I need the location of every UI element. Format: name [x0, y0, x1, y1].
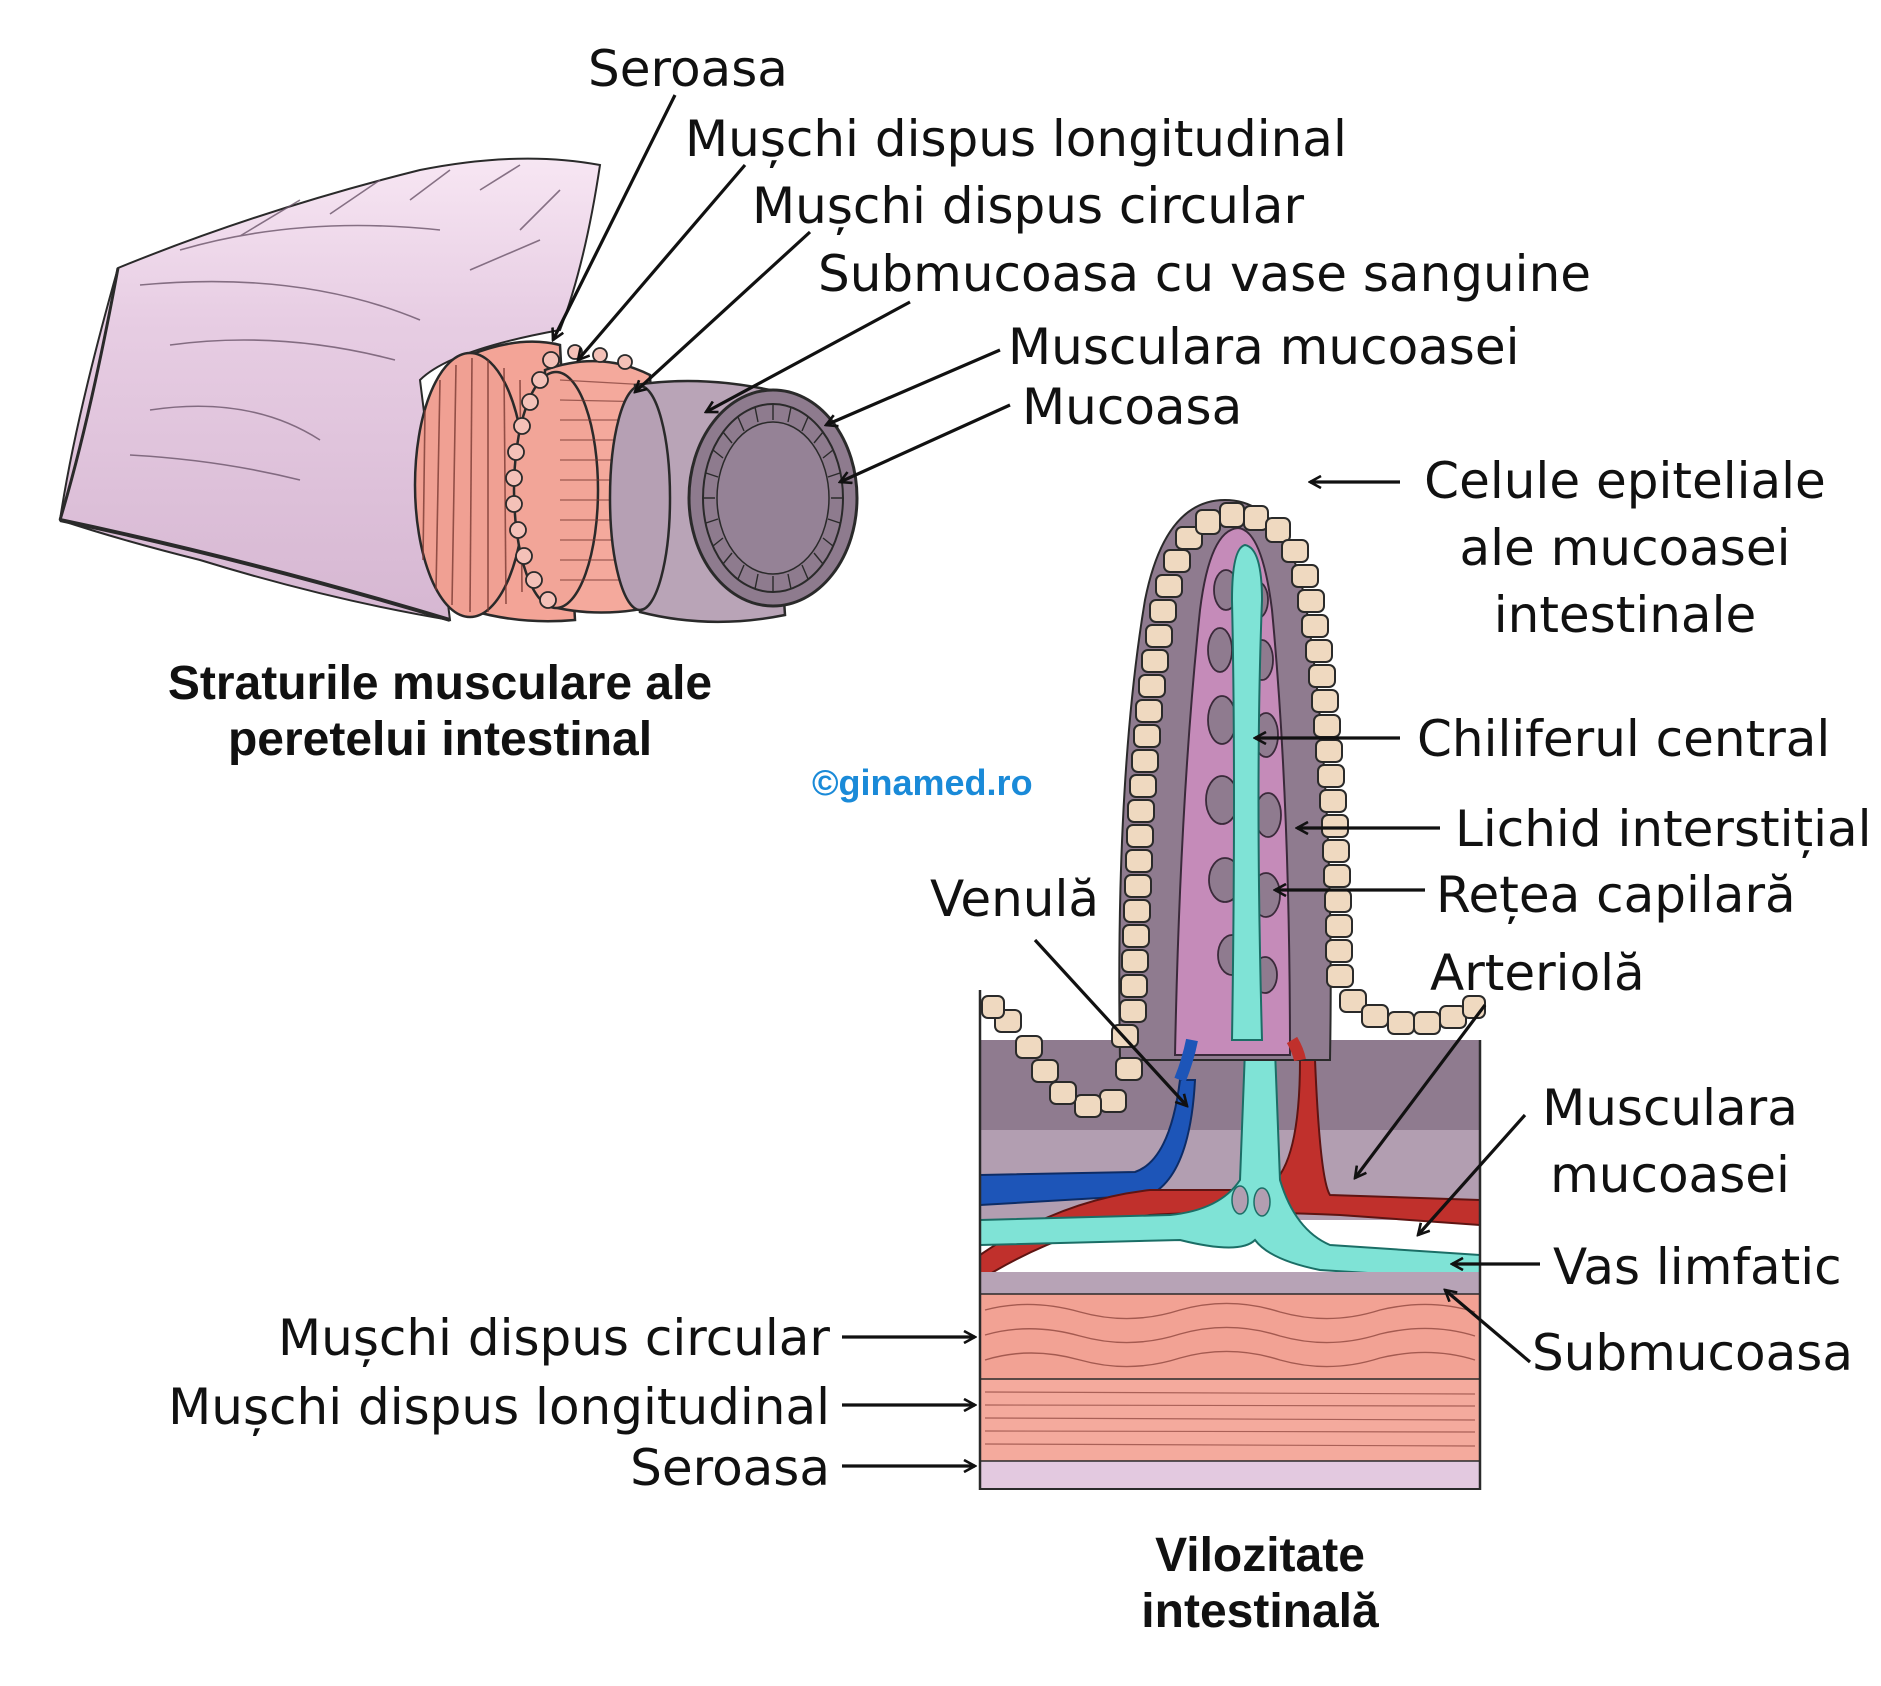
arrow-musculara-mucoasei: [1418, 1113, 1527, 1235]
label-villus-muschi-longitudinal: Mușchi dispus longitudinal: [168, 1378, 830, 1436]
label-venula: Venulă: [930, 870, 1099, 928]
label-tube-seroasa: Seroasa: [588, 40, 788, 98]
villus-block: [978, 498, 1486, 1490]
label-chiliferul-central: Chiliferul central: [1417, 710, 1831, 768]
label-musculara-mucoasei: Musculara mucoasei: [1542, 1079, 1798, 1204]
lymphatic-vessel: [980, 1049, 1480, 1282]
central-lacteal: [1230, 543, 1264, 1041]
tube-caption: Straturile musculare ale peretelui intes…: [167, 657, 713, 766]
label-lichid-interstitial: Lichid interstițial: [1455, 800, 1872, 858]
arrow-submucoasa: [1445, 1290, 1532, 1364]
label-retea-capilara: Rețea capilară: [1436, 866, 1796, 924]
arrow-tube-musculara-mucoasei: [826, 348, 1001, 425]
leader-arrows: [553, 94, 1540, 1466]
label-villus-muschi-circular: Mușchi dispus circular: [277, 1309, 830, 1367]
label-arteriola: Arteriolă: [1430, 944, 1645, 1002]
watermark: ©ginamed.ro: [812, 762, 1033, 803]
intestine-tube: [58, 157, 859, 624]
label-submucoasa: Submucoasa: [1532, 1324, 1853, 1382]
villus-serosa: [980, 1461, 1480, 1489]
arrow-tube-mucoasa: [840, 403, 1011, 482]
arrow-arteriola: [1355, 1004, 1487, 1178]
arrow-tube-submucoasa-vase: [706, 300, 911, 414]
label-tube-muschi-longitudinal: Mușchi dispus longitudinal: [685, 110, 1347, 168]
arrow-tube-muschi-longitudinal: [578, 163, 747, 360]
villus-caption: Vilozitate intestinală: [1141, 1529, 1379, 1638]
label-tube-submucoasa-vase: Submucoasa cu vase sanguine: [818, 245, 1592, 303]
venule-vessel: [980, 1079, 1197, 1207]
label-vas-limfatic: Vas limfatic: [1553, 1238, 1842, 1296]
label-tube-mucoasa: Mucoasa: [1022, 378, 1243, 436]
label-tube-muschi-circular: Mușchi dispus circular: [752, 177, 1305, 235]
arrow-venula: [1033, 938, 1187, 1106]
label-villus-seroasa: Seroasa: [630, 1439, 830, 1497]
arrow-tube-seroasa: [553, 94, 677, 340]
arrow-tube-muschi-circular: [635, 230, 812, 392]
label-celule-epiteliale: Celule epiteliale ale mucoasei intestina…: [1424, 452, 1826, 644]
label-tube-musculara-mucoasei: Musculara mucoasei: [1008, 318, 1520, 376]
